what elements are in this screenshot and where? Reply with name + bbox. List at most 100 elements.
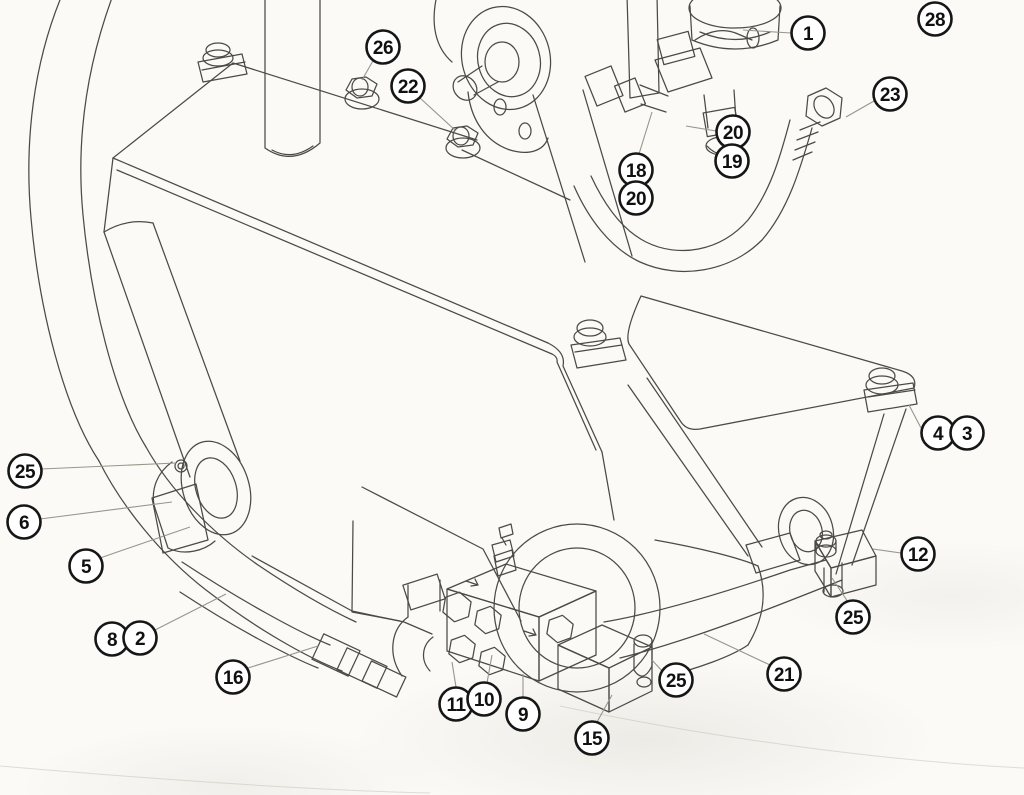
callout-circle [68, 548, 104, 584]
callout-circle [7, 453, 43, 489]
scan-shading [0, 705, 1024, 794]
callout-25: 25 [835, 599, 871, 635]
valve-manifold [442, 523, 597, 682]
leader-line-16 [247, 645, 319, 669]
callout-15: 15 [574, 720, 610, 756]
callout-circle [714, 143, 750, 179]
leader-line-18 [638, 111, 653, 155]
callout-number: 16 [223, 668, 243, 689]
callout-number: 19 [722, 152, 742, 173]
leader-line-6 [39, 501, 173, 520]
lid-clamp-bolt-left [197, 42, 248, 83]
callout-11: 11 [438, 686, 474, 722]
reservoir-tank [103, 62, 615, 635]
callout-number: 9 [518, 705, 528, 726]
callout-number: 6 [19, 513, 29, 534]
callout-circle [872, 76, 908, 112]
leader-lines [39, 29, 922, 723]
front-leg-pipe [264, 0, 321, 158]
callout-9: 9 [505, 696, 541, 732]
leader-line-25 [40, 462, 177, 470]
callout-5: 5 [68, 548, 104, 584]
leader-line-11 [451, 661, 457, 688]
callout-number: 20 [723, 123, 743, 144]
callout-number: 4 [933, 424, 944, 445]
flange-nut-22 [445, 125, 481, 159]
callout-circle [505, 696, 541, 732]
callout-10: 10 [466, 681, 502, 717]
flange-nut-26 [344, 76, 380, 110]
callout-22: 22 [390, 68, 426, 104]
callout-12: 12 [900, 536, 936, 572]
leader-line-4 [908, 404, 922, 429]
callout-circle [574, 720, 610, 756]
callout-6: 6 [6, 504, 42, 540]
leader-line-21 [703, 633, 771, 666]
callout-circle [466, 681, 502, 717]
callout-21: 21 [766, 656, 802, 692]
callout-2: 2 [122, 620, 158, 656]
callout-20: 20 [715, 114, 751, 150]
leader-line-22 [419, 97, 457, 132]
left-support-pipe [103, 221, 241, 478]
leader-line-25 [831, 577, 849, 603]
rear-mount-12 [745, 496, 877, 598]
left-mount-flange [151, 440, 252, 554]
callout-25: 25 [7, 453, 43, 489]
callout-number: 23 [880, 85, 900, 106]
callout-20: 20 [618, 180, 654, 216]
callout-number: 28 [925, 10, 945, 31]
leader-line-25 [651, 659, 664, 673]
callout-number: 11 [446, 695, 466, 716]
callout-number: 5 [81, 557, 92, 578]
callout-16: 16 [215, 659, 251, 695]
callout-28: 28 [917, 1, 953, 37]
callout-circle [658, 662, 694, 698]
callout-number: 10 [474, 690, 494, 711]
callout-number: 25 [666, 671, 687, 692]
hose-23 [573, 87, 843, 273]
motor-body [493, 523, 764, 693]
callout-number: 2 [135, 629, 145, 650]
callout-circle [790, 15, 826, 51]
inlet-elbow-and-hose-16 [179, 561, 446, 698]
motor-top [688, 0, 782, 50]
callout-25: 25 [658, 662, 694, 698]
solenoid-valve [557, 624, 653, 713]
leader-line-12 [872, 548, 902, 554]
callout-23: 23 [872, 76, 908, 112]
callout-circle [949, 415, 985, 451]
callout-number: 15 [582, 729, 603, 750]
callout-number: 21 [774, 665, 795, 686]
callout-circle [6, 504, 42, 540]
callout-number: 22 [398, 77, 418, 98]
return-tube [532, 89, 633, 263]
leader-line-15 [596, 694, 613, 723]
support-straps [627, 377, 907, 575]
callout-circle [766, 656, 802, 692]
callout-number: 1 [803, 24, 814, 45]
leader-line-1 [742, 29, 792, 34]
callout-number: 18 [626, 161, 646, 182]
frame-tube [28, 0, 843, 672]
callout-circle [390, 68, 426, 104]
leader-line-2 [154, 593, 227, 631]
callout-number: 12 [908, 545, 928, 566]
callout-19: 19 [714, 143, 750, 179]
callout-circle [835, 599, 871, 635]
callout-circle [365, 29, 401, 65]
hydraulic-pump [433, 0, 660, 153]
leader-line-20 [685, 125, 717, 132]
leader-line-23 [845, 100, 875, 118]
callout-circle [122, 620, 158, 656]
callout-number: 3 [962, 424, 972, 445]
callout-circle [917, 1, 953, 37]
callout-circle [900, 536, 936, 572]
callout-number: 25 [15, 462, 36, 483]
leader-line-10 [486, 654, 493, 684]
callout-number: 25 [843, 608, 864, 629]
fitting-25-bottom [633, 634, 653, 688]
